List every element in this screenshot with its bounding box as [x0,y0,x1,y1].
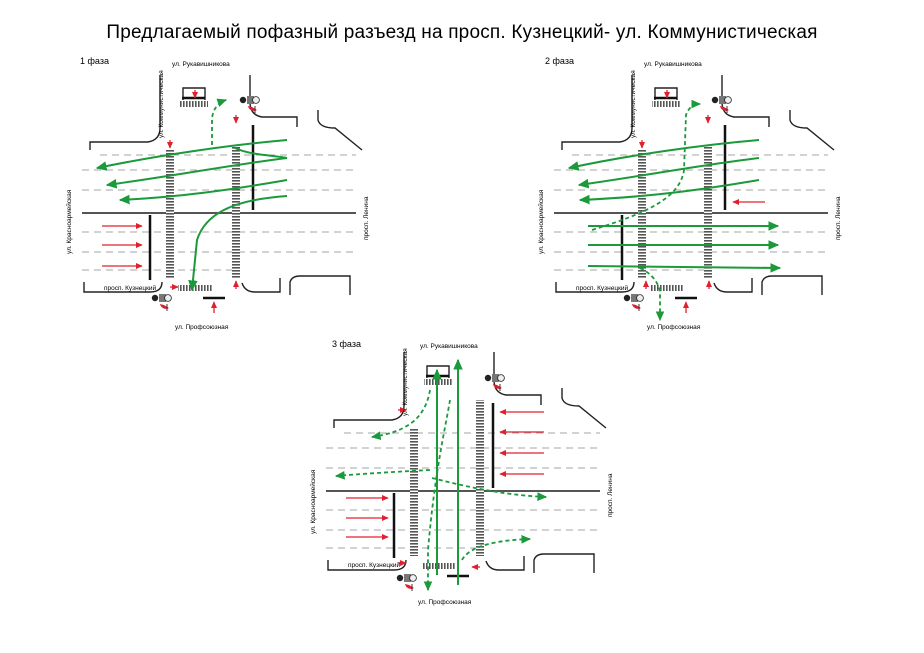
street-label-krasnoarmeyskaya: ул. Красноармейская [538,189,545,254]
page-title: Предлагаемый пофазный разъезд на просп. … [106,22,818,43]
street-label-rukavishnikova: ул. Рукавишникова [172,61,230,68]
street-label-kuznetsky: просп. Кузнецкий [576,285,629,292]
stop-arrow-icon [638,90,765,313]
stop-arrow-icon [346,406,544,571]
street-label-kommunisticheskaya: ул. Коммунистическая [630,70,637,138]
street-label-rukavishnikova: ул. Рукавишникова [420,343,478,350]
street-label-profsoyuznaya: ул. Профсоюзная [418,599,472,606]
street-label-kuznetsky: просп. Кузнецкий [348,562,401,569]
street-label-kommunisticheskaya: ул. Коммунистическая [158,70,165,138]
phase-3-label: 3 фаза [332,339,361,349]
phase-2-diagram [554,75,835,322]
street-label-profsoyuznaya: ул. Профсоюзная [175,324,229,331]
street-label-lenina: просп. Ленина [607,473,614,517]
phase-1-label: 1 фаза [80,56,109,66]
street-label-kommunisticheskaya: ул. Коммунистическая [402,348,409,416]
street-label-lenina: просп. Ленина [363,196,370,240]
phase-1-diagram [82,75,363,313]
street-label-profsoyuznaya: ул. Профсоюзная [647,324,701,331]
street-label-lenina: просп. Ленина [835,196,842,240]
street-label-rukavishnikova: ул. Рукавишникова [644,61,702,68]
phase-2-label: 2 фаза [545,56,574,66]
street-label-krasnoarmeyskaya: ул. Красноармейская [66,189,73,254]
street-label-krasnoarmeyskaya: ул. Красноармейская [310,469,317,534]
street-label-kuznetsky: просп. Кузнецкий [104,285,157,292]
stop-arrow-icon [102,90,240,313]
phase-3-diagram [326,352,607,592]
